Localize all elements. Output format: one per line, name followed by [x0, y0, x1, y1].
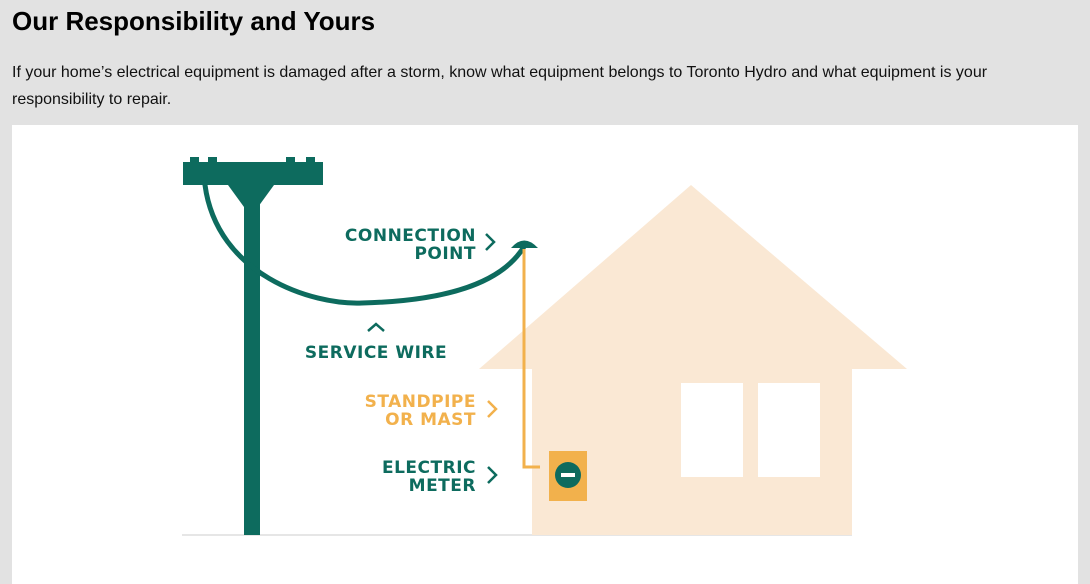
chevron-right-icon: [487, 466, 498, 484]
standpipe-label-2: OR MAST: [385, 410, 476, 430]
connection-point-label-2: POINT: [414, 244, 476, 264]
service-wire-line: [202, 182, 528, 306]
service-wire-label: SERVICE WIRE: [305, 343, 447, 363]
chevron-right-icon: [485, 233, 496, 251]
chevron-right-icon: [487, 400, 498, 418]
house-window-right: [758, 383, 820, 477]
house-illustration: [479, 185, 907, 535]
utility-pole: [183, 157, 323, 535]
electric-meter-icon: [549, 451, 587, 501]
ground-line: [182, 534, 852, 536]
chevron-up-icon: [367, 322, 385, 332]
electric-meter-label: ELECTRIC: [382, 458, 476, 478]
connection-point-label: CONNECTION: [345, 226, 476, 246]
house-window-left: [681, 383, 743, 477]
connection-point-cap: [511, 240, 538, 248]
page-title: Our Responsibility and Yours: [12, 6, 376, 36]
intro-text: If your home’s electrical equipment is d…: [12, 64, 988, 108]
diagram-panel: CONNECTION POINT SERVICE WIRE STANDPIPE …: [12, 125, 1078, 584]
standpipe-label: STANDPIPE: [365, 392, 476, 412]
standpipe-mast-line: [522, 249, 540, 469]
electric-meter-label-2: METER: [409, 476, 476, 496]
responsibility-diagram: CONNECTION POINT SERVICE WIRE STANDPIPE …: [182, 157, 907, 536]
